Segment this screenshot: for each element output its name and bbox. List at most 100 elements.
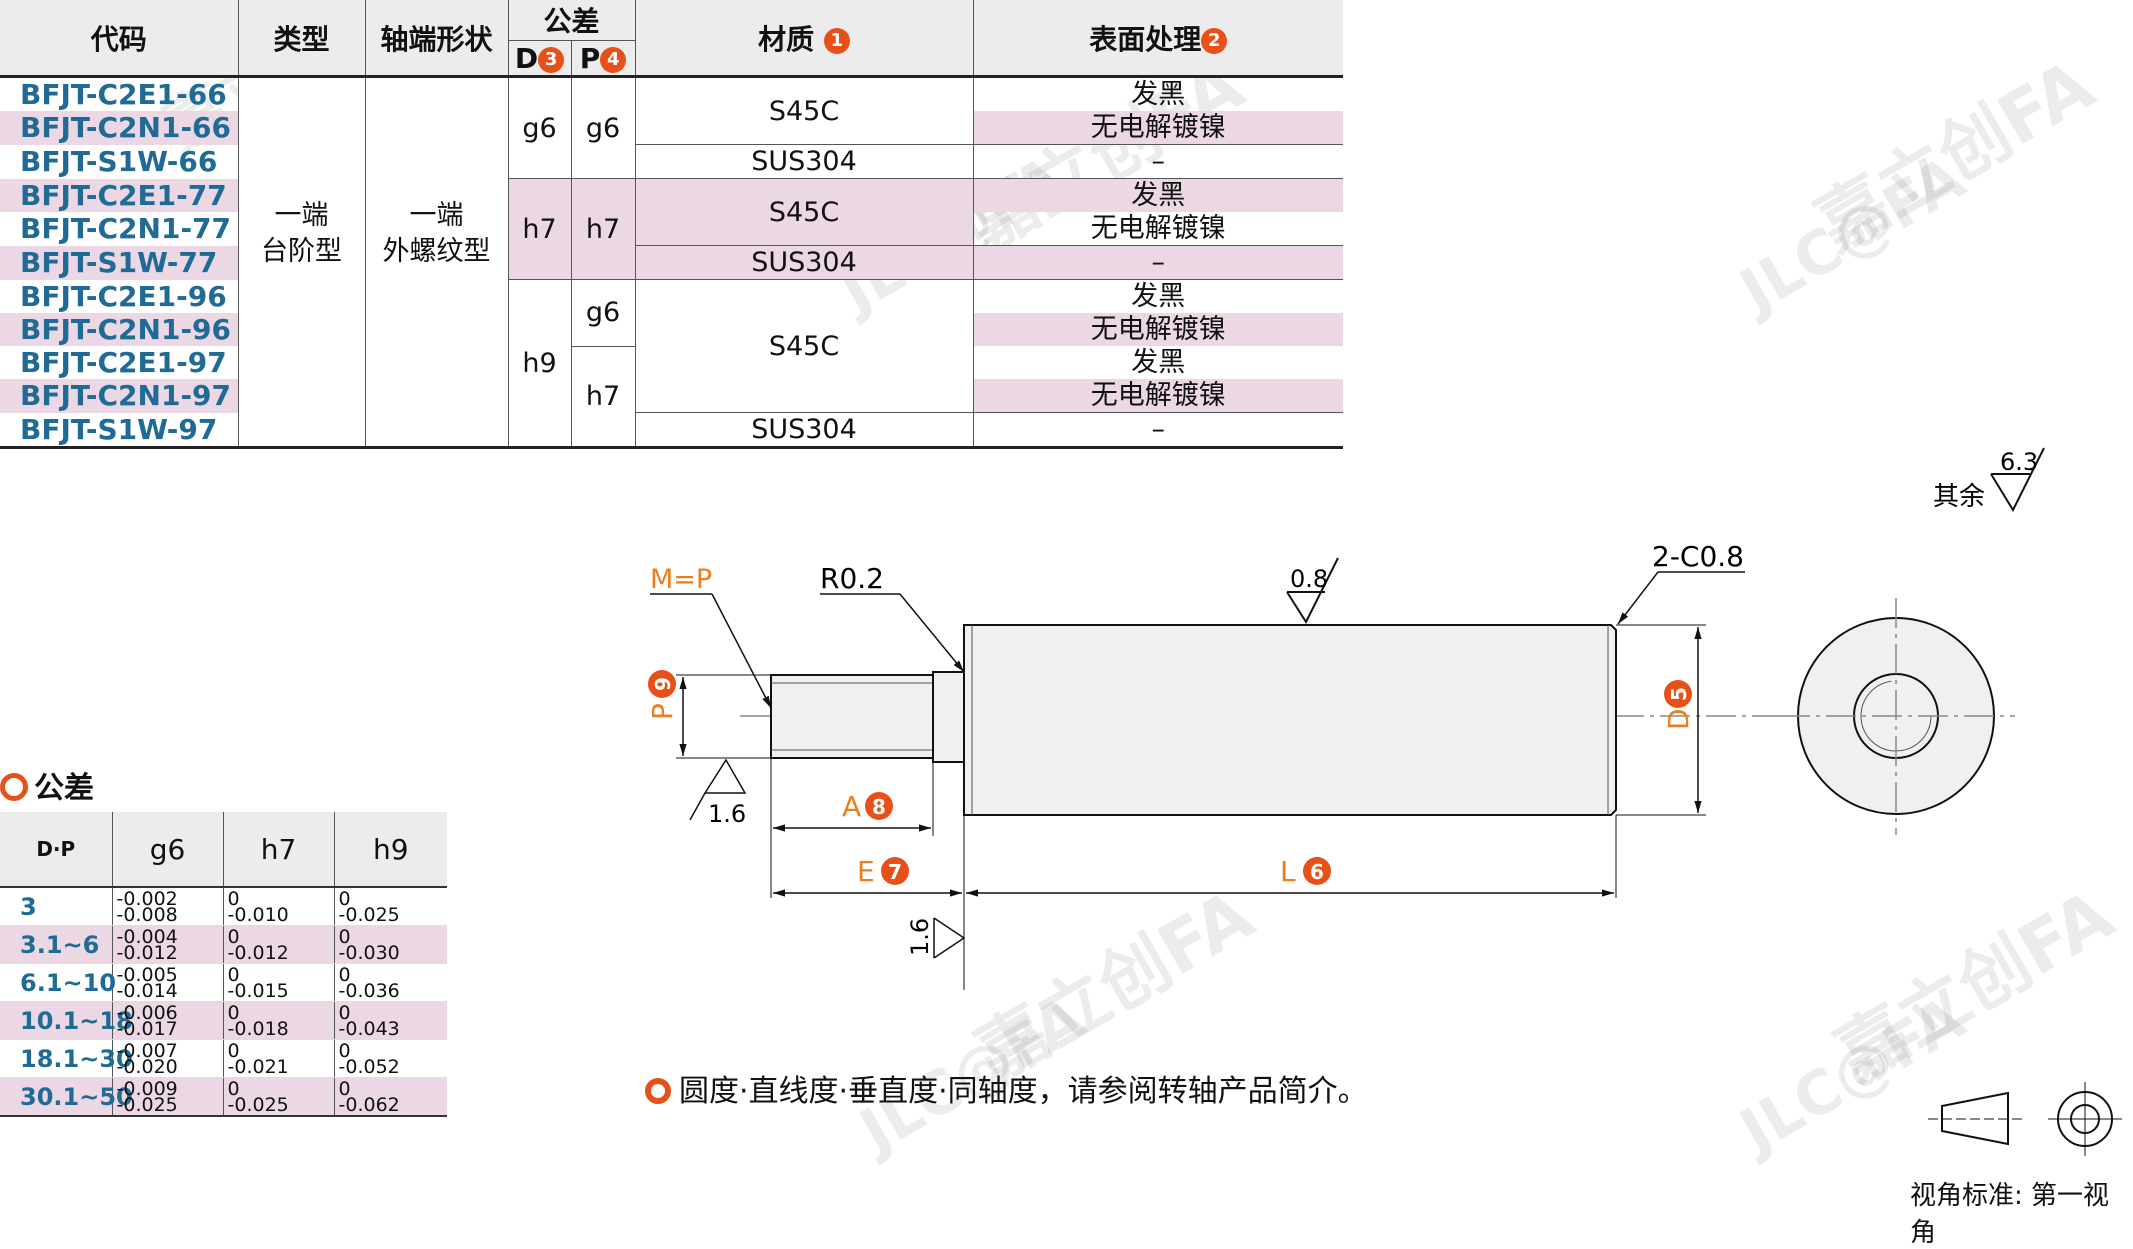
tol-d-cell: g6 <box>508 76 572 179</box>
type-line2: 台阶型 <box>261 236 342 267</box>
tol-upper: 0 <box>227 1039 240 1062</box>
code-cell: BFJT-C2E1-77 <box>0 178 239 212</box>
material-cell: S45C <box>635 178 974 246</box>
mp-leader <box>711 593 772 709</box>
tol-dp-cell: 18.1~30 <box>0 1039 133 1078</box>
header-tolerance: 公差 <box>508 0 636 41</box>
tol-upper: -0.007 <box>116 1039 178 1062</box>
surface-cell: – <box>973 412 1344 448</box>
surface-cell: 无电解镀镍 <box>973 313 1344 346</box>
surface-cell: 发黑 <box>1131 79 1186 110</box>
tol-lower: -0.052 <box>338 1055 400 1078</box>
header-material-label: 材质 <box>758 22 815 56</box>
tolerance-title: 公差 <box>0 763 94 807</box>
tol-g6-cell: -0.004-0.012 <box>112 925 224 964</box>
tol-p-cell: h7 <box>571 178 636 280</box>
tol-upper: 0 <box>338 925 351 948</box>
tol-p-badge: 4 <box>600 46 627 73</box>
tol-lower: -0.025 <box>338 903 400 926</box>
code-cell: BFJT-S1W-97 <box>0 412 239 448</box>
type-cell <box>238 76 366 448</box>
tol-g6-cell: -0.009-0.025 <box>112 1077 224 1117</box>
p-badge-circle <box>648 670 676 698</box>
roughness-symbol <box>1990 447 2045 513</box>
shape-line2: 外螺纹型 <box>382 236 491 267</box>
view-standard: 视角标准: 第一视角 <box>1910 1181 2110 1248</box>
radius-label: R0.2 <box>820 562 884 595</box>
thread-section <box>770 674 934 759</box>
tol-header-dp: D·P <box>0 812 113 888</box>
tol-upper: 0 <box>338 963 351 986</box>
tol-lower: -0.018 <box>227 1017 289 1040</box>
note-text: 圆度·直线度·垂直度·同轴度，请参阅转轴产品简介。 <box>679 1074 1368 1109</box>
tol-header-h7: h7 <box>223 812 335 888</box>
tol-lower: -0.014 <box>116 979 178 1002</box>
l-badge-circle <box>1303 857 1331 885</box>
mp-label: M=P <box>650 564 712 595</box>
code-cell: BFJT-C2N1-97 <box>0 379 239 413</box>
tol-h7-cell: 0-0.015 <box>223 963 335 1002</box>
material-cell: SUS304 <box>635 412 974 448</box>
surface-cell: – <box>973 245 1344 280</box>
material-cell: SUS304 <box>635 144 974 179</box>
d-badge-circle <box>1664 680 1692 708</box>
e-badge: 7 <box>888 860 902 884</box>
l-badge: 6 <box>1310 860 1324 884</box>
tol-d-badge: 3 <box>538 46 565 73</box>
tol-header-g6: g6 <box>112 812 224 888</box>
tol-dp-cell: 6.1~10 <box>0 963 116 1002</box>
code-cell: BFJT-S1W-77 <box>0 245 239 280</box>
header-tol-p-label: P <box>579 41 601 75</box>
tol-upper: -0.002 <box>116 887 178 910</box>
roughness-symbol <box>1286 557 1339 625</box>
material-cell: S45C <box>635 279 974 413</box>
surface-cell: 无电解镀镍 <box>973 379 1344 413</box>
tol-lower: -0.021 <box>227 1055 289 1078</box>
surface-cell: 发黑 <box>1131 347 1186 378</box>
tol-h7-cell: 0-0.021 <box>223 1039 335 1078</box>
tol-upper: 0 <box>227 887 240 910</box>
tol-lower: -0.017 <box>116 1017 178 1040</box>
tol-lower: -0.015 <box>227 979 289 1002</box>
tol-upper: 0 <box>338 887 351 910</box>
tol-h9-cell: 0-0.052 <box>334 1039 447 1078</box>
tol-g6-cell: -0.006-0.017 <box>112 1001 224 1040</box>
projection-cone-icon <box>1941 1091 2009 1146</box>
code-cell: BFJT-C2E1-97 <box>0 346 239 379</box>
surface-badge: 2 <box>1201 27 1228 54</box>
roughness-leader <box>689 792 706 821</box>
tol-lower: -0.010 <box>227 903 289 926</box>
tol-upper: 0 <box>338 1039 351 1062</box>
roughness-triangle <box>703 758 747 794</box>
header-code: 代码 <box>0 0 239 78</box>
d-badge: 5 <box>1667 687 1691 701</box>
roughness-top-value: 0.8 <box>1290 565 1328 593</box>
tol-lower: -0.025 <box>227 1093 289 1116</box>
code-cell: BFJT-C2N1-77 <box>0 212 239 246</box>
chamfer-leader <box>1617 571 1659 625</box>
header-tol-d-label: D <box>514 41 539 75</box>
roughness-symbol <box>933 917 966 959</box>
tol-upper: 0 <box>227 963 240 986</box>
surface-cell: 无电解镀镍 <box>973 111 1344 145</box>
a-letter: A <box>842 790 861 823</box>
tol-lower: -0.043 <box>338 1017 400 1040</box>
tol-h7-cell: 0-0.012 <box>223 925 335 964</box>
tol-upper: 0 <box>227 925 240 948</box>
code-cell: BFJT-C2E1-66 <box>0 76 239 111</box>
other-label: 其余 <box>1933 482 1985 512</box>
shape-text: 一端 外螺纹型 <box>365 198 508 270</box>
code-cell: BFJT-C2E1-96 <box>0 279 239 313</box>
e-letter: E <box>857 855 875 888</box>
tol-h7-cell: 0-0.025 <box>223 1077 335 1117</box>
tol-g6-cell: -0.002-0.008 <box>112 887 224 926</box>
shaft-drawing: 其余 6.3 0.8 2-C0.8 R0.2 M=P P 9 1.6 <box>646 447 2122 1156</box>
tol-h9-cell: 0-0.030 <box>334 925 447 964</box>
d-dim-label: D 5 <box>1662 680 1695 730</box>
p-badge: 9 <box>651 677 675 691</box>
tol-upper: 0 <box>227 1077 240 1100</box>
